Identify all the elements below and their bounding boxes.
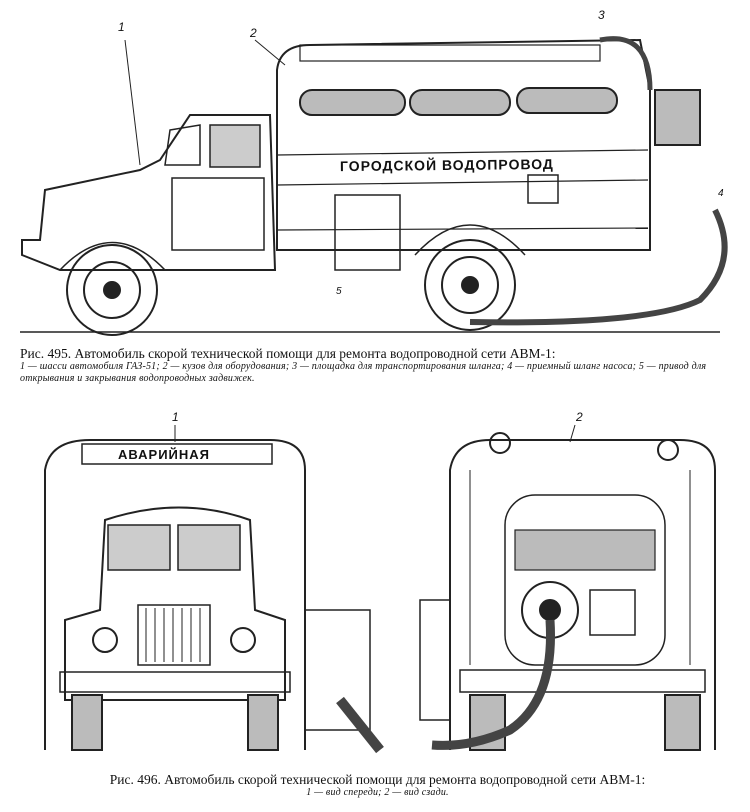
callout-4: 4: [718, 188, 724, 199]
roof-sign: АВАРИЙНАЯ: [118, 447, 210, 462]
callout-front-1: 1: [172, 410, 179, 424]
callout-5: 5: [336, 286, 342, 297]
body-lettering: ГОРОДСКОЙ ВОДОПРОВОД: [339, 155, 554, 175]
callout-1: 1: [118, 20, 125, 34]
fig496-caption-title: Рис. 496. Автомобиль скорой технической …: [109, 772, 646, 787]
fig495-caption-title: Рис. 495. Автомобиль скорой технической …: [20, 346, 556, 361]
fig495-caption-legend: 1 — шасси автомобиля ГАЗ-51; 2 — кузов д…: [20, 361, 707, 384]
fig496-caption: Рис. 496. Автомобиль скорой технической …: [20, 772, 735, 799]
callout-2: 2: [250, 26, 257, 40]
callout-rear-2: 2: [576, 410, 583, 424]
callout-3: 3: [598, 8, 605, 22]
fig495-caption: Рис. 495. Автомобиль скорой технической …: [20, 346, 735, 385]
fig496-caption-legend: 1 — вид спереди; 2 — вид сзади.: [306, 787, 449, 798]
rear-view-drawing: [419, 424, 716, 751]
side-view-drawing: [20, 36, 728, 336]
front-view-drawing: [44, 425, 384, 754]
